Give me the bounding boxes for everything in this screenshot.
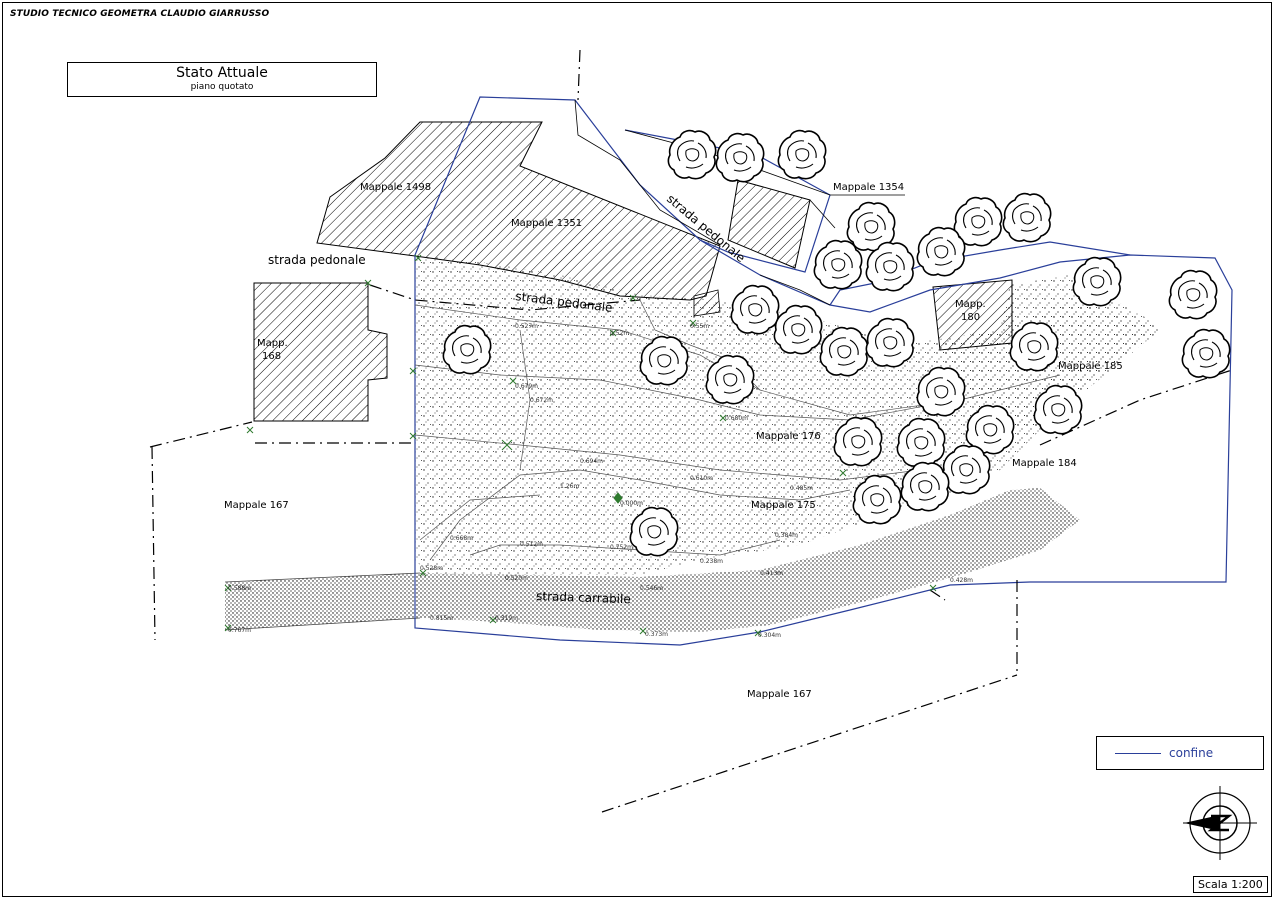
label-mappale-1498: Mappale 1498 — [360, 182, 431, 193]
svg-text:0.610m: 0.610m — [690, 475, 713, 482]
drawing-subtitle: piano quotato — [190, 82, 254, 92]
svg-text:0.767m: 0.767m — [228, 627, 251, 634]
svg-text:0.373m: 0.373m — [645, 631, 668, 638]
label-mappale-176: Mappale 176 — [756, 431, 821, 442]
svg-text:0.680m: 0.680m — [725, 415, 748, 422]
label-mappale-167-left: Mappale 167 — [224, 500, 289, 511]
label-mappale-1351: Mappale 1351 — [511, 218, 582, 229]
legend: confine — [1096, 736, 1264, 770]
label-mappale-167-bottom: Mappale 167 — [747, 689, 812, 700]
svg-text:0.52m: 0.52m — [610, 330, 629, 337]
label-mapp-180-line1: Mapp. — [955, 299, 986, 310]
strada-carrabile-band — [224, 488, 1080, 632]
svg-text:0.512m: 0.512m — [520, 541, 543, 548]
label-strada-carrabile: strada carrabile — [536, 589, 631, 606]
svg-text:1.26m: 1.26m — [560, 483, 579, 490]
label-mapp-168-line1: Mapp. — [257, 338, 288, 349]
svg-text:0.679m: 0.679m — [515, 383, 538, 390]
label-mappale-175: Mappale 175 — [751, 500, 816, 511]
legend-confine-line — [1115, 753, 1161, 754]
north-arrow-icon — [1183, 786, 1257, 860]
svg-text:0.527m: 0.527m — [515, 323, 538, 330]
svg-text:0.000m: 0.000m — [620, 500, 643, 507]
svg-text:0.694m: 0.694m — [580, 458, 603, 465]
svg-text:0.588m: 0.588m — [228, 585, 251, 592]
svg-text:0.413m: 0.413m — [760, 570, 783, 577]
svg-text:0.528m: 0.528m — [420, 565, 443, 572]
svg-text:0.546m: 0.546m — [640, 585, 663, 592]
label-mappale-185: Mappale 185 — [1058, 361, 1123, 372]
svg-text:0.485m: 0.485m — [790, 485, 813, 492]
svg-text:0.520m: 0.520m — [505, 575, 528, 582]
label-mappale-184: Mappale 184 — [1012, 458, 1077, 469]
svg-text:0.752m: 0.752m — [610, 544, 633, 551]
label-strada-pedonale-left: strada pedonale — [268, 253, 366, 267]
svg-text:0.384m: 0.384m — [775, 532, 798, 539]
label-mapp-168-line2: 168 — [262, 351, 281, 362]
svg-text:0.304m: 0.304m — [758, 632, 781, 639]
studio-header: STUDIO TECNICO GEOMETRA CLAUDIO GIARRUSS… — [10, 9, 270, 19]
legend-confine-label: confine — [1169, 746, 1214, 760]
scale-label: Scala 1:200 — [1193, 876, 1268, 893]
survey-points — [224, 254, 937, 637]
svg-text:0.668m: 0.668m — [450, 535, 473, 542]
svg-text:0.428m: 0.428m — [950, 577, 973, 584]
label-mapp-180-line2: 180 — [961, 312, 980, 323]
svg-text:0.815m: 0.815m — [430, 615, 453, 622]
svg-text:0.238m: 0.238m — [700, 558, 723, 565]
title-block: Stato Attuale piano quotato — [67, 62, 377, 97]
svg-text:0.55m: 0.55m — [690, 323, 709, 330]
cadastral-lines — [149, 49, 1233, 813]
label-mappale-1354: Mappale 1354 — [833, 182, 904, 193]
svg-text:0.319m: 0.319m — [495, 615, 518, 622]
buildings — [253, 121, 1013, 422]
svg-text:0.672m: 0.672m — [530, 397, 553, 404]
drawing-title: Stato Attuale — [176, 65, 268, 81]
elevation-marks: 0.527m 0.52m 0.55m 0.679m 0.672m 0.680m … — [228, 323, 973, 639]
